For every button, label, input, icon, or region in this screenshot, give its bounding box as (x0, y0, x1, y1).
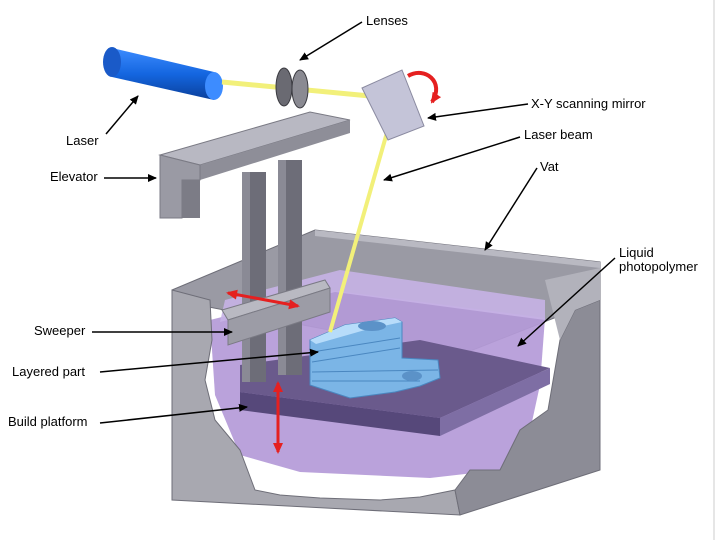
layered-part (309, 317, 441, 399)
label-lenses: Lenses (366, 13, 408, 28)
label-laser-beam: Laser beam (524, 127, 593, 142)
layered-part-pointer (99, 348, 319, 373)
label-build-platform: Build platform (8, 414, 88, 429)
edge-rule (713, 0, 715, 540)
callout-arrows (92, 21, 616, 424)
label-sweeper: Sweeper (34, 323, 86, 338)
lenses-pointer (299, 21, 363, 61)
lenses (275, 67, 309, 109)
sweeper-motion-arrow (226, 289, 300, 310)
liquid-pointer (517, 257, 616, 347)
label-liquid-photopolymer: Liquid photopolymer (619, 245, 698, 274)
label-elevator: Elevator (50, 169, 98, 184)
xy-scanning-mirror (361, 69, 425, 141)
mirror-pointer (427, 103, 529, 121)
laser-pointer (105, 95, 139, 135)
label-layered-part: Layered part (12, 364, 85, 379)
label-xy-scanning-mirror: X-Y scanning mirror (531, 96, 646, 111)
build-platform-pointer (99, 403, 248, 424)
laser-beam-pointer (383, 136, 521, 182)
mirror-rotation-arrow (406, 70, 442, 104)
label-vat: Vat (540, 159, 559, 174)
vat-front (171, 268, 601, 516)
motion-arrows (226, 70, 442, 454)
elevator (158, 111, 351, 382)
vat-pointer (484, 167, 538, 251)
laser (103, 47, 223, 100)
label-laser: Laser (66, 133, 99, 148)
